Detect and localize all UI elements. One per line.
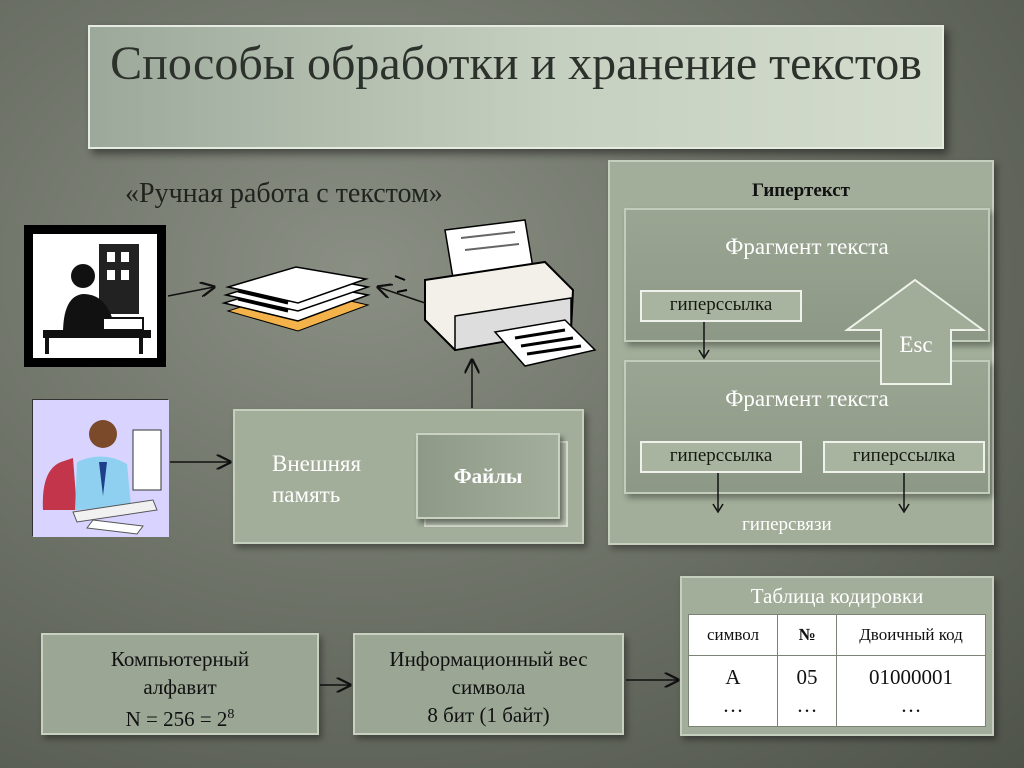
alphabet-formula: N = 256 = 28 bbox=[43, 701, 317, 733]
table-cell-symbol: A … bbox=[689, 656, 778, 727]
memory-line2: память bbox=[272, 479, 361, 510]
memory-line1: Внешняя bbox=[272, 448, 361, 479]
hypertext-title: Гипертекст bbox=[608, 180, 994, 202]
hyperlink-1[interactable]: гиперссылка bbox=[640, 290, 802, 322]
cell-binary-value: 01000001 bbox=[838, 663, 984, 691]
weight-line3: 8 бит (1 байт) bbox=[355, 701, 622, 729]
alphabet-line1: Компьютерный bbox=[43, 645, 317, 673]
table-cell-number: 05 … bbox=[778, 656, 837, 727]
hyperlink-3[interactable]: гиперссылка bbox=[823, 441, 985, 473]
hyperlink-2[interactable]: гиперссылка bbox=[640, 441, 802, 473]
cell-binary-ellipsis: … bbox=[838, 691, 984, 719]
man-on-phone-icon bbox=[24, 225, 166, 367]
cell-symbol-ellipsis: … bbox=[690, 691, 776, 719]
manual-work-label: «Ручная работа с текстом» bbox=[125, 178, 443, 210]
table-cell-binary: 01000001 … bbox=[837, 656, 986, 727]
table-header-number: № bbox=[778, 615, 837, 656]
cell-symbol-value: A bbox=[690, 663, 776, 691]
files-button[interactable]: Файлы bbox=[416, 433, 560, 519]
printer-icon bbox=[395, 220, 605, 370]
weight-line1: Информационный вес bbox=[355, 645, 622, 673]
fragment-2-title: Фрагмент текста bbox=[626, 386, 988, 412]
hyperlinks-label: гиперсвязи bbox=[742, 514, 832, 536]
external-memory-label: Внешняя память bbox=[272, 448, 361, 510]
computer-alphabet-box: Компьютерный алфавит N = 256 = 28 bbox=[41, 633, 319, 735]
encoding-table: символ № Двоичный код A … 05 … 01000001 … bbox=[688, 614, 986, 727]
alphabet-formula-exponent: 8 bbox=[227, 707, 234, 722]
fragment-1-title: Фрагмент текста bbox=[626, 234, 988, 260]
table-header-symbol: символ bbox=[689, 615, 778, 656]
cell-number-ellipsis: … bbox=[779, 691, 835, 719]
cell-number-value: 05 bbox=[779, 663, 835, 691]
esc-label: Esc bbox=[881, 332, 951, 358]
table-header-binary: Двоичный код bbox=[837, 615, 986, 656]
weight-line2: символа bbox=[355, 673, 622, 701]
encoding-table-title: Таблица кодировки bbox=[680, 584, 994, 609]
paper-stack-icon bbox=[218, 265, 378, 335]
info-weight-box: Информационный вес символа 8 бит (1 байт… bbox=[353, 633, 624, 735]
man-at-computer-icon bbox=[32, 399, 168, 536]
page-title: Способы обработки и хранение текстов bbox=[90, 35, 942, 93]
alphabet-line2: алфавит bbox=[43, 673, 317, 701]
alphabet-formula-base: N = 256 = 2 bbox=[126, 707, 228, 731]
title-box: Способы обработки и хранение текстов bbox=[88, 25, 944, 149]
arrow-phone-to-papers bbox=[168, 287, 214, 296]
